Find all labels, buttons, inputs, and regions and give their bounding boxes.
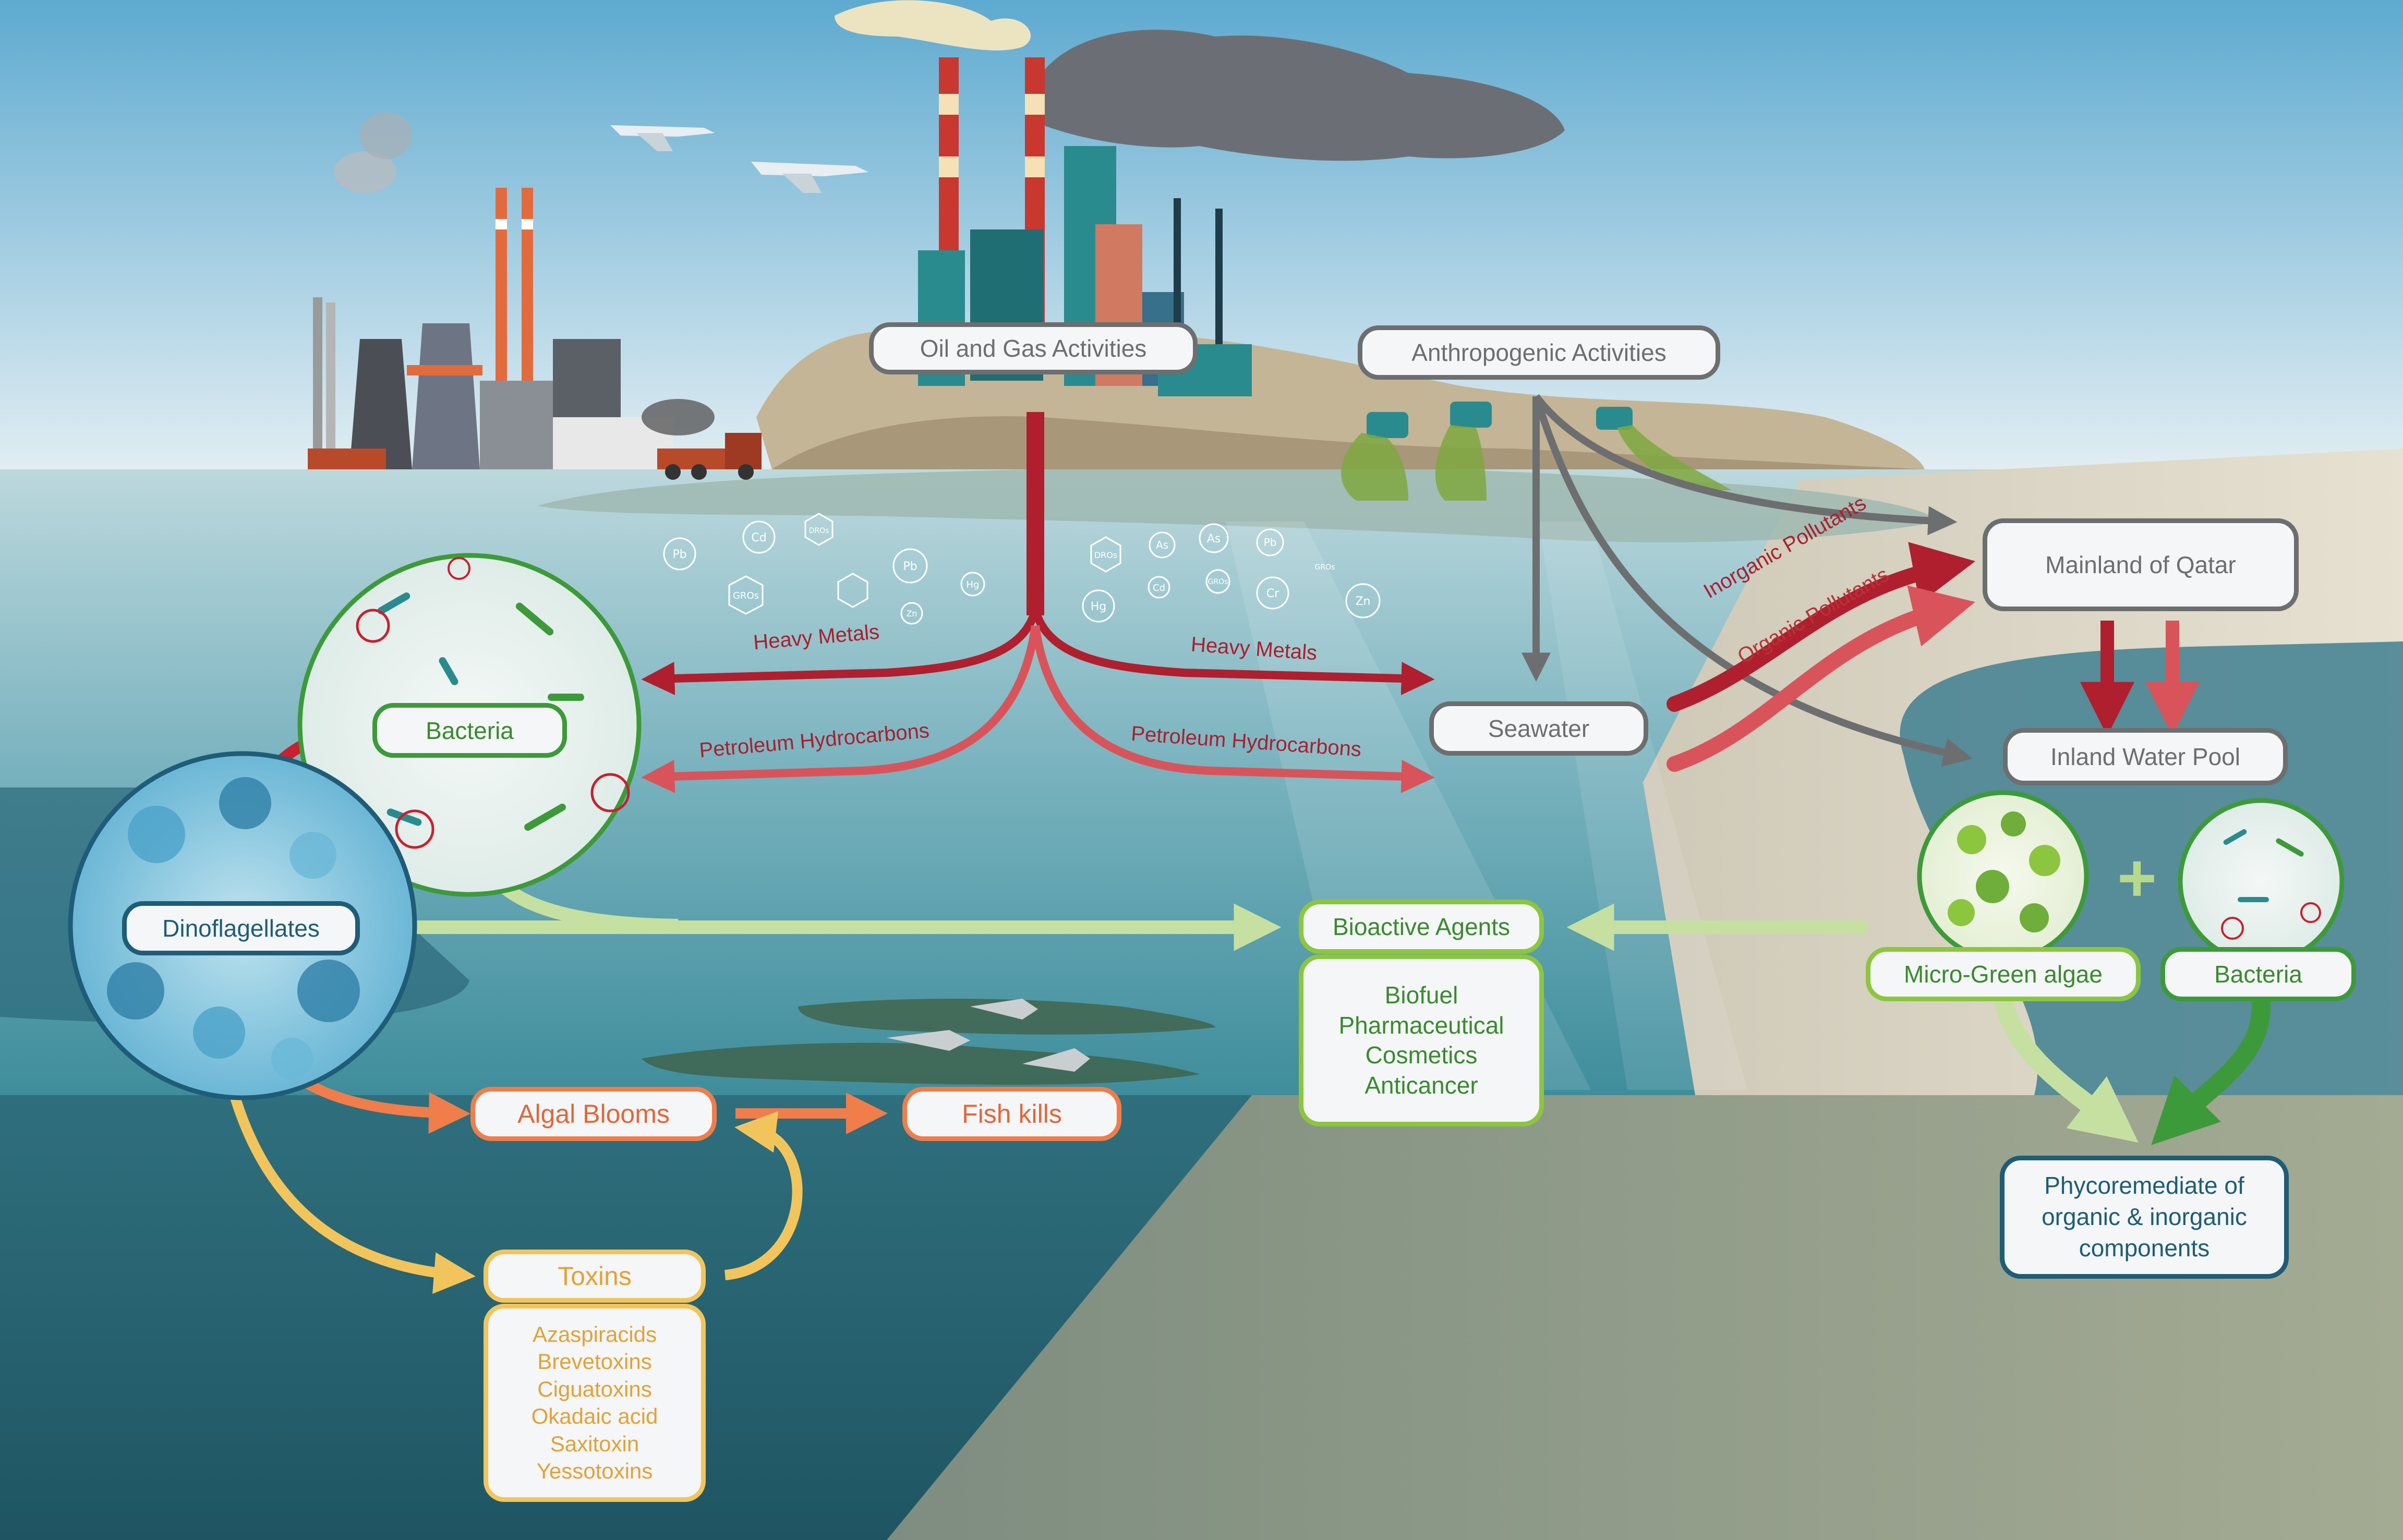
light-ray: [1539, 522, 1747, 1090]
pollutant-icon: [1149, 531, 1176, 559]
pollutant-icon: [663, 537, 696, 571]
bioactive-agents-list: Biofuel Pharmaceutical Cosmetics Antican…: [1299, 954, 1544, 1126]
pollutant-icon: [742, 520, 776, 554]
toxin-item: Brevetoxins: [537, 1349, 652, 1374]
refinery: [835, 0, 1565, 396]
pollutant-icon: [1256, 528, 1284, 556]
pollutant-icon: [804, 513, 834, 546]
pollutant-symbol: Cr: [1266, 587, 1279, 600]
pollutant-icon: [1205, 569, 1230, 594]
mainland-of-qatar-node: Mainland of Qatar: [1983, 518, 2299, 611]
organic-pollutants-arrow: [1667, 585, 1975, 772]
pollutant-symbol: DROs: [1094, 550, 1117, 560]
pollutant-symbol: Pb: [903, 560, 917, 573]
petroleum-right-arrow: [1031, 625, 1435, 793]
sewage-pipes: [1341, 402, 1732, 501]
bioactive-item: Pharmaceutical: [1338, 1011, 1504, 1039]
pollutant-symbol: Hg: [1091, 600, 1107, 613]
bacteria-circle-right: [2178, 798, 2345, 965]
pollutant-symbol: Cd: [751, 531, 766, 544]
algal-blooms-node: Algal Blooms: [470, 1087, 717, 1141]
toxin-item: Azaspiracids: [532, 1321, 657, 1347]
bioactive-item: Biofuel: [1384, 981, 1458, 1009]
pollutant-symbol: Pb: [1264, 536, 1277, 549]
pollutant-icon: [960, 572, 985, 597]
toxins-list: Azaspiracids Brevetoxins Ciguatoxins Oka…: [484, 1304, 706, 1502]
bacteria-to-phyco-arrow: [2151, 1001, 2271, 1145]
seawater-node: Seawater: [1429, 701, 1648, 756]
pollutant-icon: [1345, 583, 1381, 619]
toxin-item: Saxitoxin: [550, 1431, 639, 1456]
inorganic-pollutants-arrow: [1667, 542, 1976, 712]
toxin-item: Ciguatoxins: [537, 1376, 652, 1401]
dead-fish: [887, 999, 1090, 1072]
petroleum-left-arrow: [641, 625, 1040, 793]
micro-green-algae-circle: [1917, 790, 2089, 962]
toxins-node: Toxins: [484, 1250, 706, 1303]
heavy-metals-right-arrow: [1031, 609, 1435, 695]
pollutant-symbol: Hg: [967, 579, 980, 590]
micro-green-algae-label: Micro-Green algae: [1866, 947, 2141, 1001]
toxin-item: Okadaic acid: [531, 1404, 658, 1428]
phycoremediation-node: Phycoremediate of organic & inorganic co…: [2000, 1156, 2289, 1279]
pollutant-symbol: Pb: [672, 548, 686, 561]
pollutant-symbol: GROs: [1208, 578, 1228, 586]
bioactive-item: Cosmetics: [1365, 1041, 1478, 1069]
pollutant-icon: [1199, 523, 1229, 553]
fish-kills-node: Fish kills: [902, 1087, 1121, 1141]
power-plant: [308, 112, 673, 469]
anthropogenic-to-inland-pool-arrow: [1532, 395, 1973, 767]
heavy-metals-left-arrow: [641, 609, 1040, 695]
toxin-item: Yessotoxins: [536, 1459, 653, 1483]
oil-and-gas-activities-node: Oil and Gas Activities: [869, 322, 1198, 374]
inland-water-pool-node: Inland Water Pool: [2003, 728, 2288, 785]
pollutant-icon: [892, 548, 928, 584]
pollutant-icons: [663, 513, 1381, 625]
pollutant-symbol: Zn: [906, 609, 917, 619]
bioactive-agents-node: Bioactive Agents: [1299, 900, 1544, 954]
pollutant-symbol: As: [1156, 539, 1168, 551]
anthropogenic-activities-node: Anthropogenic Activities: [1358, 325, 1720, 380]
pollutant-symbol: Zn: [1355, 595, 1370, 608]
pollutant-icon: [728, 575, 764, 615]
pollutant-icon: [1148, 576, 1170, 599]
pollutant-symbol: GROs: [733, 590, 759, 601]
pollutant-symbol: GROs: [1315, 563, 1335, 572]
plus-sign: +: [2117, 840, 2157, 916]
jet-planes: [610, 125, 868, 193]
tanker-truck: [642, 399, 762, 480]
pollutant-icon: [1256, 576, 1289, 610]
pollutant-icon: [900, 602, 923, 625]
bioactive-item: Anticancer: [1364, 1071, 1478, 1099]
anthropogenic-to-mainland-arrow: [1533, 394, 1958, 536]
pollutant-icon: [1090, 536, 1121, 573]
toxins-to-algal-blooms-arrow: [724, 1111, 803, 1280]
bacteria-label-left: Bacteria: [372, 703, 567, 758]
algae-to-phyco-arrow: [1994, 998, 2139, 1143]
pollutant-icon: [837, 573, 868, 608]
dinoflagellates-label: Dinoflagellates: [122, 901, 360, 955]
bacteria-label-right: Bacteria: [2160, 947, 2356, 1001]
pollutant-symbol: As: [1207, 532, 1221, 545]
pollutant-icon: [1082, 589, 1115, 623]
pollutant-symbol: Cd: [1153, 583, 1165, 593]
pollutant-symbols: Pb Cd DROs GROs Pb Hg Zn DROs As As Pb G…: [672, 527, 1370, 619]
pollutant-symbol: DROs: [809, 527, 829, 535]
